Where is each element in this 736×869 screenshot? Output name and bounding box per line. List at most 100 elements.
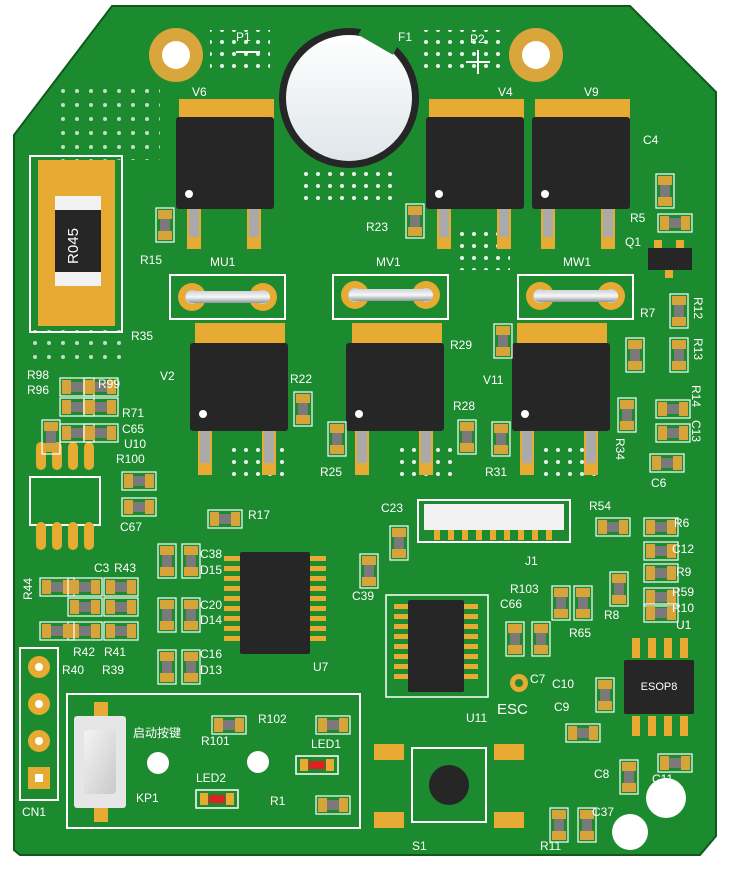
label-c7: C7 [530, 672, 546, 686]
label-v4: V4 [498, 85, 513, 99]
label-r99: R99 [98, 377, 121, 391]
label-c65: C65 [122, 422, 145, 436]
mount-hole-small [247, 751, 269, 773]
via-field [30, 330, 130, 360]
label-d14: D14 [200, 613, 223, 627]
start-button-kp1[interactable] [74, 702, 126, 822]
smd-passive [211, 715, 247, 735]
label-r96: R96 [27, 383, 50, 397]
jumper-mu1 [169, 274, 286, 320]
smd-passive [181, 597, 201, 633]
smd-passive [155, 207, 175, 243]
label-c6: C6 [651, 476, 667, 490]
label-r44: R44 [21, 578, 35, 601]
label-r6: R6 [674, 516, 690, 530]
label-r35: R35 [131, 329, 154, 343]
label-r10: R10 [672, 601, 695, 615]
start-panel-outline [66, 693, 361, 829]
label-r1: R1 [270, 794, 286, 808]
shunt-marking: R045 [64, 228, 82, 264]
label-f1: F1 [398, 30, 413, 44]
label-r22: R22 [290, 372, 313, 386]
smd-passive [389, 525, 409, 561]
label-r59: R59 [672, 585, 695, 599]
smd-passive [103, 597, 139, 617]
label-c23: C23 [381, 501, 404, 515]
smd-passive [657, 753, 693, 773]
label-u11: U11 [466, 711, 488, 725]
via-field [60, 80, 160, 160]
jumper-mv1 [332, 274, 449, 320]
label-r25: R25 [320, 465, 343, 479]
led1 [295, 755, 339, 775]
mosfet-v11 [512, 323, 610, 475]
label-c20: C20 [200, 598, 223, 612]
led2 [195, 789, 239, 809]
label-j1: J1 [525, 554, 538, 568]
label-r43: R43 [114, 561, 137, 575]
mosfet-v4 [426, 99, 524, 249]
ic-u7 [224, 552, 326, 654]
smd-passive [83, 397, 119, 417]
label-led1: LED1 [311, 737, 342, 751]
connector-j1 [417, 499, 571, 543]
label-d13: D13 [200, 663, 223, 677]
smd-passive [103, 621, 139, 641]
label-r29: R29 [450, 338, 473, 352]
label-r42: R42 [73, 645, 96, 659]
smd-passive [565, 723, 601, 743]
label-r54: R54 [589, 499, 612, 513]
label-mu1: MU1 [210, 255, 236, 269]
smd-passive [181, 543, 201, 579]
switch-s1[interactable] [374, 744, 524, 828]
smd-passive [121, 471, 157, 491]
smd-passive [595, 517, 631, 537]
shunt-outline [29, 155, 123, 333]
smd-passive [643, 603, 679, 623]
label-r40: R40 [62, 663, 85, 677]
smd-passive [359, 553, 379, 589]
label-c12: C12 [672, 542, 695, 556]
smd-passive [531, 621, 551, 657]
smd-passive [655, 423, 691, 443]
label-c67: C67 [120, 520, 143, 534]
label-r101: R101 [201, 734, 230, 748]
smd-passive [573, 585, 593, 621]
mount-hole-small [147, 752, 169, 774]
smd-passive [609, 571, 629, 607]
smd-passive [67, 577, 103, 597]
smd-passive [83, 377, 119, 397]
smd-passive [577, 807, 597, 843]
label-r14: R14 [689, 385, 703, 408]
label-c9: C9 [554, 700, 570, 714]
label-c4: C4 [643, 133, 659, 147]
label-r7: R7 [640, 306, 656, 320]
smd-passive [549, 807, 569, 843]
mosfet-v2 [190, 323, 288, 475]
label-start-key: 启动按键 [133, 726, 182, 740]
header-cn1 [19, 647, 59, 801]
label-cn1: CN1 [22, 805, 47, 819]
via-field [300, 170, 400, 200]
fuse-capacitor [279, 19, 419, 168]
label-r12: R12 [691, 297, 705, 320]
smd-passive [491, 421, 511, 457]
label-c38: C38 [200, 547, 223, 561]
mosfet-center [346, 323, 444, 475]
smd-passive [207, 509, 243, 529]
smd-passive [327, 421, 347, 457]
label-mw1: MW1 [563, 255, 591, 269]
label-c3: C3 [94, 561, 110, 575]
label-r71: R71 [122, 406, 145, 420]
label-mv1: MV1 [376, 255, 401, 269]
smd-passive [625, 337, 645, 373]
label-c37: C37 [592, 805, 615, 819]
passives [39, 173, 693, 843]
smd-passive [157, 543, 177, 579]
ic-u1 [624, 638, 694, 736]
label-d15: D15 [200, 563, 223, 577]
label-r103: R103 [510, 582, 539, 596]
smd-passive [315, 795, 351, 815]
